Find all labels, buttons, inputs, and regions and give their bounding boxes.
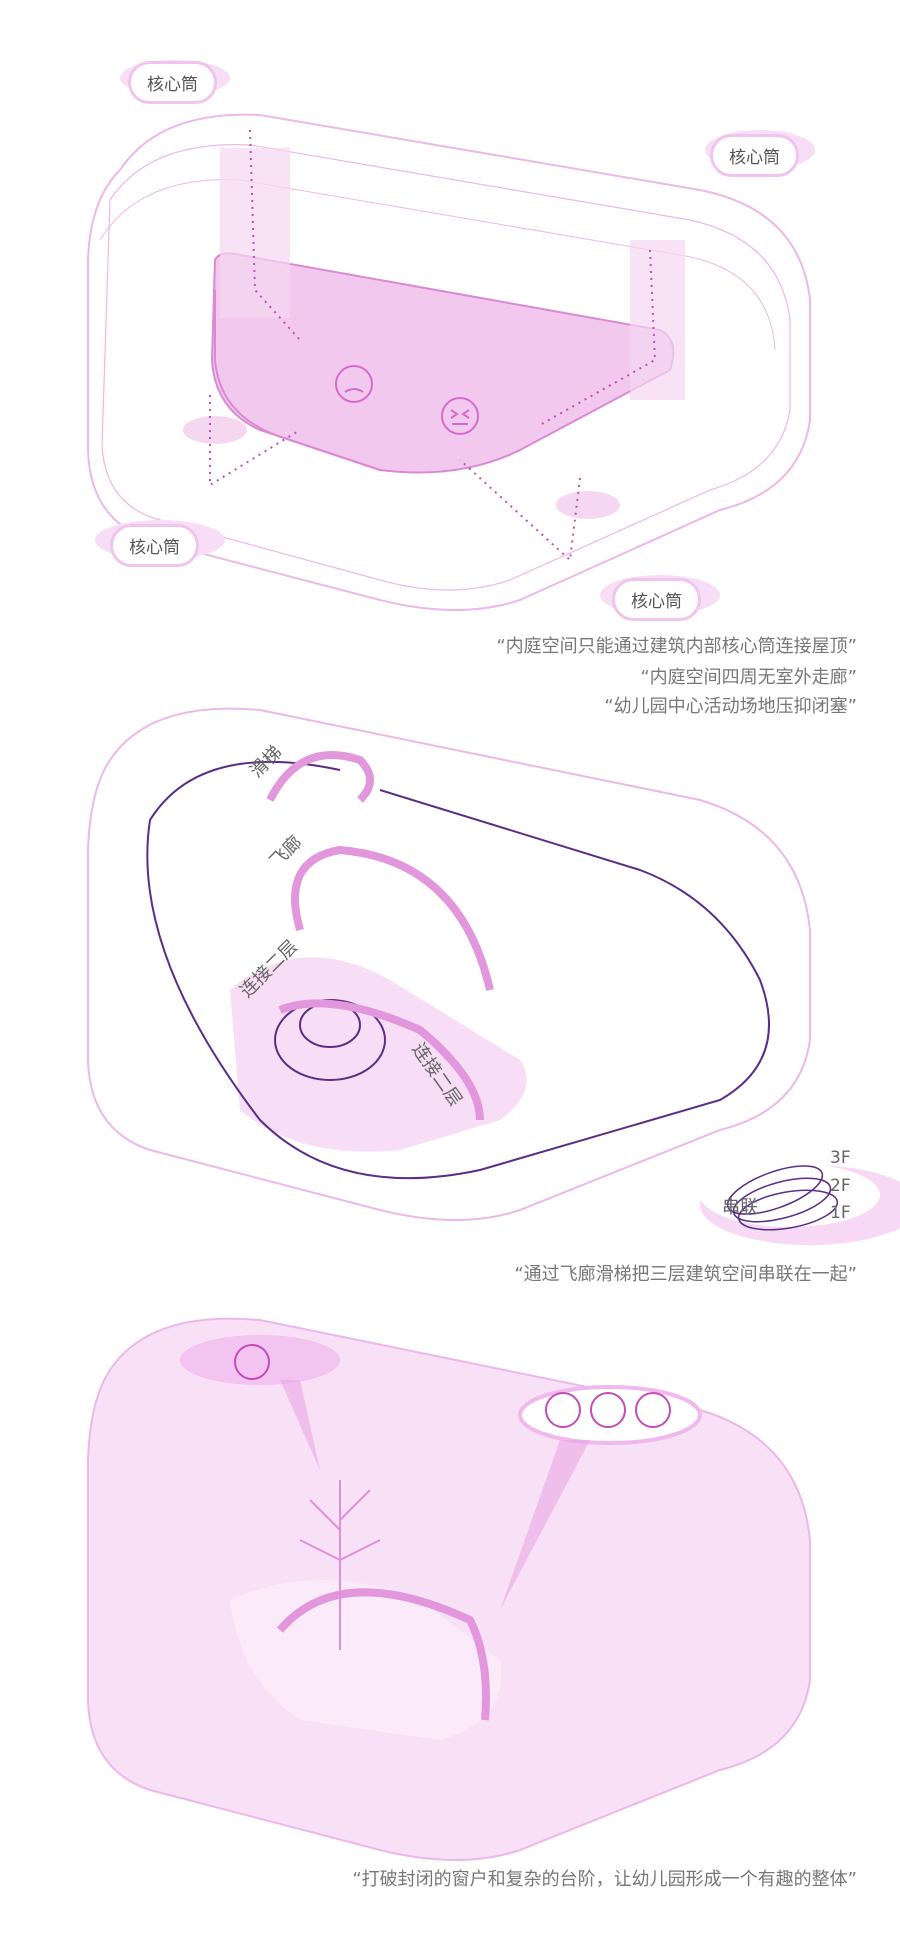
dizzy-face-icon	[441, 397, 479, 435]
core-label-top-left: 核心筒	[128, 61, 217, 104]
smile-face-icon	[545, 1392, 581, 1428]
emoji-faces-3	[234, 1344, 671, 1428]
series-label: 串联	[722, 1197, 758, 1218]
frown-face-icon	[335, 365, 373, 403]
tongue-face-icon	[635, 1392, 671, 1428]
core-access-arrows	[209, 129, 657, 563]
tree	[299, 1480, 381, 1650]
building-1	[87, 113, 811, 611]
quote-line-3: “幼儿园中心活动场地压抑闭塞”	[604, 696, 857, 717]
wink-face-icon	[590, 1392, 626, 1428]
quote-section-2: “通过飞廊滑梯把三层建筑空间串联在一起”	[514, 1264, 857, 1285]
quote-section-3: “打破封闭的窗户和复杂的台阶，让幼儿园形成一个有趣的整体”	[352, 1869, 857, 1890]
core-label-bottom-left: 核心筒	[110, 524, 199, 567]
quote-line-1: “内庭空间只能通过建筑内部核心筒连接屋顶”	[496, 636, 857, 657]
angry-face-icon	[234, 1344, 270, 1380]
floor-1f: 1F	[830, 1203, 851, 1223]
floor-3f: 3F	[830, 1148, 851, 1168]
emoji-faces-1	[335, 365, 479, 435]
core-label-bottom: 核心筒	[612, 578, 701, 621]
floor-2f: 2F	[830, 1176, 851, 1196]
courtyard-1	[183, 148, 685, 519]
series-diagram	[700, 1163, 900, 1245]
building-2	[87, 707, 811, 1221]
quote-line-2: “内庭空间四周无室外走廊”	[640, 667, 857, 688]
core-label-right: 核心筒	[710, 134, 799, 177]
bridge-arcs	[266, 751, 494, 1121]
building-3	[87, 1317, 811, 1861]
